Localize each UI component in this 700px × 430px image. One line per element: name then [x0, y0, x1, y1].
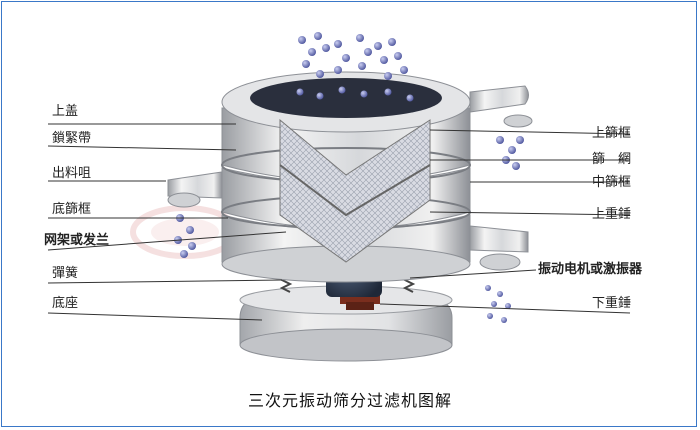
- label-upper-weight: 上重錘: [592, 207, 632, 222]
- label-lower-weight: 下重錘: [592, 296, 632, 311]
- label-spring: 彈簧: [52, 266, 79, 281]
- top-cover: [221, 71, 471, 133]
- label-top-cover: 上盖: [52, 104, 79, 119]
- label-middle-frame: 中篩框: [592, 175, 632, 190]
- watermark: [130, 205, 240, 259]
- outlets: [167, 85, 533, 271]
- particles: [174, 32, 524, 323]
- label-mesh-frame: 网架或发兰: [44, 233, 110, 248]
- diagram-caption: 三次元振动筛分过滤机图解: [247, 391, 452, 410]
- leader-lines-left: [47, 123, 287, 321]
- leader-lines-right: [379, 129, 631, 314]
- label-upper-frame: 上篩框: [592, 126, 632, 141]
- cutaway-screen: [279, 118, 431, 263]
- label-clamp-band: 鎖緊帶: [52, 131, 92, 146]
- label-screen-mesh: 篩 網: [592, 152, 632, 167]
- label-bottom-frame: 底篩框: [52, 202, 92, 217]
- bottom-frame: [221, 214, 471, 283]
- label-motor: 振动电机或激振器: [538, 262, 643, 277]
- label-outlet: 出料咀: [52, 166, 92, 181]
- label-base: 底座: [52, 296, 79, 311]
